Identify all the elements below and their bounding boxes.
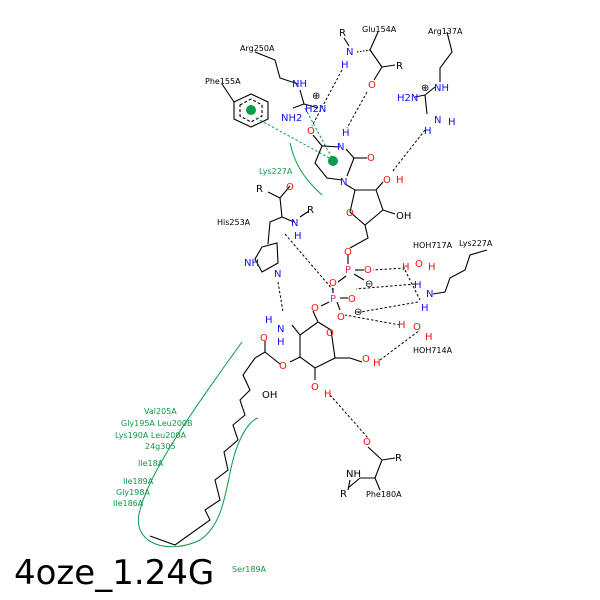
atom-label: O [311,303,319,314]
atom-label: H [396,175,404,186]
atom-label: R [340,489,347,500]
atom-label: O [368,80,376,91]
uracil-ring [312,134,367,181]
atom-label: R [307,205,314,216]
atom-label: R [339,28,346,39]
atom-label: O [311,382,319,393]
hydrophobic-label: Gly198A [116,488,150,497]
atom-label: N [274,269,281,280]
atom-label: O [367,153,375,164]
atom-label: O [329,278,337,289]
pi-center-icon [246,105,256,115]
hydrophobic-label: Ile186A [113,499,144,508]
atom-label: NH [292,79,307,90]
atom-label: O [279,361,287,372]
atom-label: O [363,437,371,448]
pi-center-icon [328,156,338,166]
atom-label: N [277,324,284,335]
atom-label: R [395,453,402,464]
atom-label: O [346,208,354,219]
atom-label: N [337,142,344,153]
hydrophobic-label: Lys190A Leu200A [115,431,186,440]
atom-label: H [341,60,349,71]
residue-label-lys227a-hydrophobic: Lys227A [259,167,293,176]
atom-label: H [324,389,332,400]
atom-label: N [346,47,353,58]
atom-label: H [414,280,422,291]
atom-label: N [434,115,441,126]
atom-label: NH [434,83,449,94]
atom-label: H [425,332,433,343]
atom-label: O [415,259,423,270]
atom-label: O [326,328,334,339]
residue-label-his253a: His253A [217,218,251,227]
atom-label: ⊕ [421,83,429,94]
atom-label: O [348,294,356,305]
hydrophobic-label: Ile189A [123,477,154,486]
atom-label: OH [262,390,277,401]
atom-label: P [330,294,336,305]
hydrophobic-label: Gly195A Leu200B [121,419,193,428]
atom-label: H2N [397,93,418,104]
atom-label: H2N [305,104,326,115]
atom-label: H [342,128,350,139]
atom-label: H [421,303,429,314]
atom-label: R [396,61,403,72]
residue-label-arg250a: Arg250A [240,44,275,53]
atom-label: H [424,126,432,137]
atom-label: R [256,184,263,195]
residue-label-hoh714a: HOH714A [413,346,453,355]
atom-label: NH [346,469,361,480]
atom-label: N [291,218,298,229]
atom-label: OH [396,211,411,222]
phe155a-ring [221,83,269,128]
atom-label: P [345,265,351,276]
atom-label: O [344,247,352,258]
residue-label-phe155a: Phe155A [205,77,241,86]
atom-label: O [364,265,372,276]
hydrophobic-label: 24g305 [145,442,176,451]
atom-label: O [260,333,268,344]
atom-label: N [340,177,347,188]
atom-label: ⊕ [312,91,320,102]
residue-label-hoh717a: HOH717A [413,241,453,250]
hydrophobic-label: Ser189A [232,565,267,574]
atom-label: N [426,289,433,300]
atom-label: H [294,231,302,242]
atom-label: ⊖ [354,307,362,318]
atom-label: O [413,322,421,333]
hydrophobic-label: Ile18A [138,459,164,468]
residue-label-arg137a: Arg137A [428,27,463,36]
atom-label: O [286,182,294,193]
residue-label-phe180a: Phe180A [366,490,402,499]
atom-labels: R N H R O NH ⊕ H2N NH2 ⊕ NH H2N N H H O … [244,28,456,500]
atom-label: H [373,358,381,369]
residue-label-glu154a: Glu154A [362,25,397,34]
atom-label: O [337,312,345,323]
hydrophobic-label: Val205A [144,407,177,416]
hydrophobic-contour [137,341,259,548]
atom-label: NH2 [281,113,302,124]
atom-label: H [398,320,406,331]
atom-label: H [265,315,273,326]
atom-label: O [383,175,391,186]
atom-label: H [428,262,436,273]
atom-label: ⊖ [365,279,373,290]
atom-label: NH [244,258,259,269]
atom-label: H [448,117,456,128]
atom-label: H [402,262,410,273]
atom-label: O [307,126,315,137]
atom-label: H [277,337,285,348]
residue-label-lys227a: Lys227A [459,239,493,248]
diagram-title: 4oze_1.24G [14,553,215,593]
hydrophobic-contour-lys227 [289,142,323,196]
atom-label: O [362,354,370,365]
